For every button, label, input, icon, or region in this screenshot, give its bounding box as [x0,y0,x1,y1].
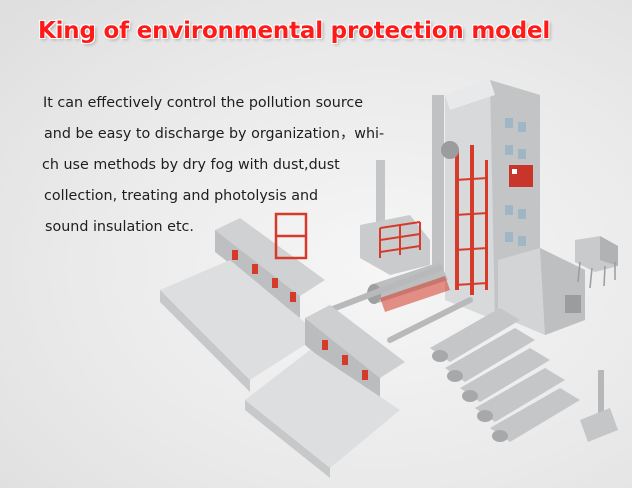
dust-collector [360,160,430,275]
description-line: It can effectively control the pollution… [43,95,364,111]
description-line: ch use methods by dry fog with dust,dust [42,157,340,173]
page-title: King of environmental protection model [38,18,551,44]
storage-tanks [430,308,580,442]
description-block: It can effectively control the pollution… [40,88,400,243]
right-wing [498,248,585,335]
small-shed [575,236,618,289]
description-line: collection, treating and photolysis and [44,188,319,204]
conveyor-belts [327,265,473,343]
description-line: and be easy to discharge by organization… [44,126,385,142]
cold-aggregate-bins [160,218,325,392]
description-line: sound insulation etc. [45,219,194,235]
exhaust-stack [580,370,618,442]
second-bin-row [245,305,405,478]
red-frame-structure [274,212,308,260]
